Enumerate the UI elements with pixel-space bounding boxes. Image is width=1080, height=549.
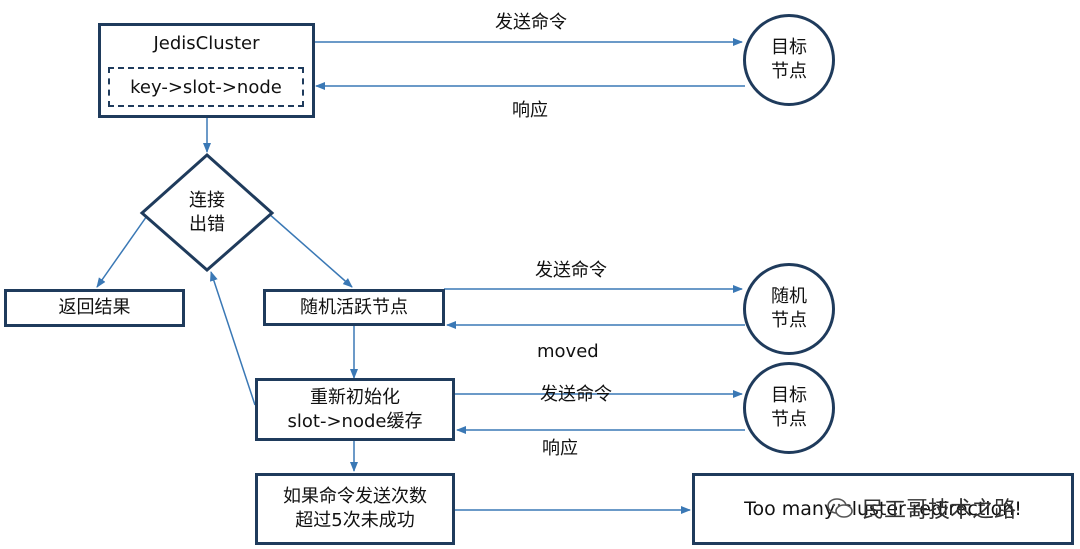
decision-diamond (139, 152, 275, 272)
decision-line1: 连接 (189, 190, 225, 211)
target-node-1-line1: 目标 (771, 37, 807, 58)
jedis-cluster-box: JedisCluster (98, 23, 315, 118)
decision-text: 连接 出错 (167, 189, 247, 237)
retry-limit-box: 如果命令发送次数 超过5次未成功 (255, 473, 455, 545)
moved-label: moved (537, 341, 599, 362)
error-message-label: Too many cluster redirection! (744, 498, 1022, 520)
target-node-1-line2: 节点 (771, 61, 807, 82)
watermark-text: 民工哥技术之路 (862, 498, 1017, 523)
reinit-line2: slot->node缓存 (287, 410, 423, 432)
random-node-line1: 随机 (771, 286, 807, 307)
target-node-circle-2: 目标 节点 (743, 362, 835, 454)
target-node-2-line2: 节点 (771, 409, 807, 430)
reinit-line1: 重新初始化 (310, 386, 400, 408)
jedis-cluster-title: JedisCluster (153, 33, 260, 54)
random-active-node-box: 随机活跃节点 (263, 289, 445, 326)
random-active-node-label: 随机活跃节点 (300, 296, 408, 318)
random-node-circle: 随机 节点 (743, 263, 835, 355)
target-node-2-line1: 目标 (771, 385, 807, 406)
key-slot-node-box: key->slot->node (108, 67, 304, 107)
response-label-1: 响应 (512, 100, 548, 121)
target-node-circle-1: 目标 节点 (743, 14, 835, 106)
arrow-reinit-to-decision (210, 271, 256, 406)
key-slot-node-label: key->slot->node (130, 76, 282, 98)
arrow-decision-to-return (96, 212, 150, 288)
decision-line2: 出错 (189, 214, 225, 235)
retry-line1: 如果命令发送次数 (283, 486, 427, 507)
arrow-decision-to-random (267, 212, 353, 288)
wechat-icon (827, 498, 853, 518)
response-label-2: 响应 (542, 438, 578, 459)
reinit-cache-box: 重新初始化 slot->node缓存 (255, 378, 455, 441)
send-command-label-1: 发送命令 (495, 12, 567, 33)
retry-line2: 超过5次未成功 (295, 510, 415, 531)
return-result-box: 返回结果 (4, 289, 185, 327)
send-command-label-3: 发送命令 (540, 384, 612, 405)
send-command-label-2: 发送命令 (535, 260, 607, 281)
watermark: 民工哥技术之路 (826, 492, 1016, 524)
random-node-line2: 节点 (771, 310, 807, 331)
error-message-box: Too many cluster redirection! (692, 473, 1074, 545)
return-result-label: 返回结果 (58, 297, 131, 318)
